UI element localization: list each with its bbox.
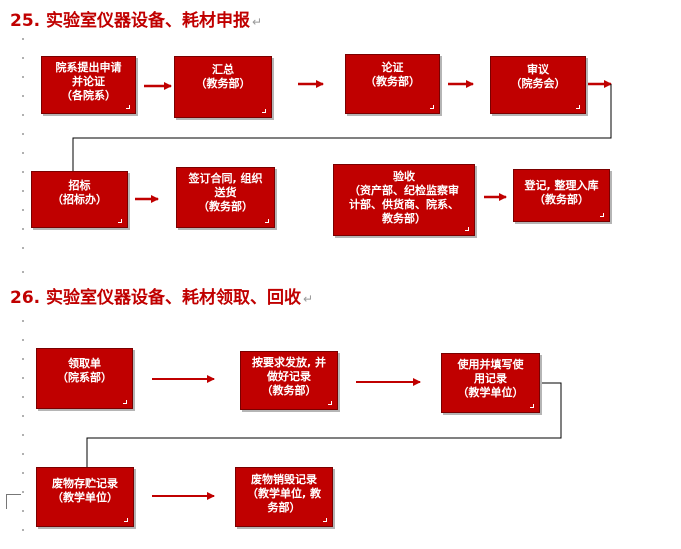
step-bidding-line-1: 招标 [68, 179, 91, 192]
end-mark-icon [265, 219, 269, 223]
step-requisition-box: 领取单 （院系部） [36, 348, 133, 409]
margin-dot [22, 415, 24, 417]
margin-dot [22, 95, 24, 97]
step-storage-line-1: 废物存贮记录 [52, 477, 118, 490]
end-mark-icon [530, 404, 534, 408]
margin-dot [22, 396, 24, 398]
step-contract-line-3: （教务部） [198, 200, 253, 213]
step-requisition-line-2: （院系部） [57, 371, 112, 384]
margin-dot [22, 491, 24, 493]
step-bidding-box: 招标 （招标办） [31, 171, 128, 228]
end-mark-icon [124, 518, 128, 522]
margin-dot [22, 57, 24, 59]
section-26-title: 26. 实验室仪器设备、耗材领取、回收↵ [10, 283, 313, 308]
step-storage-box: 废物存贮记录 （教学单位） [36, 467, 134, 527]
step-issue-box: 按要求发放, 并 做好记录 （教务部） [240, 351, 338, 410]
step-council-line-2: （院务会） [510, 77, 566, 90]
step-destruction-line-1: 废物销毁记录 [251, 473, 317, 486]
step-requisition-line-1: 领取单 [68, 357, 101, 370]
step-issue-line-3: （教务部） [261, 384, 317, 397]
step-destruction-box: 废物销毁记录 （教学单位, 教 务部） [235, 467, 333, 527]
step-bidding-line-2: （招标办） [52, 193, 107, 206]
margin-dot [22, 339, 24, 341]
step-register-line-2: （教务部） [534, 193, 589, 206]
step-register-box: 登记, 整理入库 （教务部） [513, 169, 610, 222]
step-acceptance-line-3: 计部、供货商、院系、 [349, 198, 459, 211]
step-apply-line-1: 院系提出申请 [55, 61, 122, 74]
end-mark-icon [430, 105, 434, 109]
margin-dot [22, 320, 24, 322]
connector-use-to-storage [86, 382, 562, 467]
step-review-box: 论证 （教务部） [345, 54, 440, 114]
section-25-title: 25. 实验室仪器设备、耗材申报↵ [10, 6, 262, 31]
step-summary-line-1: 汇总 [212, 63, 234, 76]
margin-dot [22, 114, 24, 116]
margin-dot [22, 38, 24, 40]
step-council-line-1: 审议 [527, 63, 549, 76]
section-26-title-text: 26. 实验室仪器设备、耗材领取、回收 [10, 288, 302, 308]
margin-dot [22, 510, 24, 512]
section-25-title-text: 25. 实验室仪器设备、耗材申报 [10, 11, 251, 31]
margin-dot [22, 358, 24, 360]
step-contract-box: 签订合同, 组织 送货 （教务部） [176, 167, 275, 228]
step-acceptance-line-1: 验收 [393, 170, 415, 183]
paragraph-mark-icon: ↵ [252, 15, 263, 29]
end-mark-icon [465, 227, 469, 231]
margin-dot [22, 152, 24, 154]
step-use-box: 使用并填写使 用记录 （教学单位） [441, 353, 540, 413]
step-acceptance-line-2: （资产部、纪检监察审 [349, 184, 459, 197]
step-review-line-2: （教务部） [365, 75, 420, 88]
margin-dot [22, 171, 24, 173]
step-register-line-1: 登记, 整理入库 [524, 179, 599, 192]
margin-dot [22, 76, 24, 78]
step-use-line-2: 用记录 [474, 372, 507, 385]
margin-dot [22, 271, 24, 273]
paragraph-mark-icon: ↵ [303, 292, 314, 306]
step-acceptance-box: 验收 （资产部、纪检监察审 计部、供货商、院系、 教务部） [333, 164, 475, 236]
margin-dot [22, 209, 24, 211]
end-mark-icon [123, 400, 127, 404]
step-apply-line-3: （各院系） [61, 89, 116, 102]
page-corner-mark [6, 494, 21, 509]
margin-dot [22, 377, 24, 379]
step-summary-line-2: （教务部） [195, 77, 251, 90]
end-mark-icon [118, 219, 122, 223]
margin-dot [22, 472, 24, 474]
step-contract-line-2: 送货 [214, 186, 237, 199]
step-review-line-1: 论证 [381, 61, 404, 74]
step-acceptance-line-4: 教务部） [382, 212, 426, 225]
margin-dot [22, 434, 24, 436]
step-apply-line-2: 并论证 [72, 75, 105, 88]
margin-dot [22, 190, 24, 192]
step-apply-box: 院系提出申请 并论证 （各院系） [41, 56, 136, 114]
end-mark-icon [600, 213, 604, 217]
end-mark-icon [126, 105, 130, 109]
margin-dot [22, 453, 24, 455]
step-council-box: 审议 （院务会） [490, 56, 586, 114]
end-mark-icon [576, 105, 580, 109]
end-mark-icon [323, 518, 327, 522]
step-summary-box: 汇总 （教务部） [174, 56, 272, 118]
margin-dot [22, 529, 24, 531]
step-issue-line-1: 按要求发放, 并 [251, 356, 326, 369]
step-contract-line-1: 签订合同, 组织 [188, 172, 263, 185]
connector-council-to-bidding [72, 84, 612, 171]
step-issue-line-2: 做好记录 [267, 370, 311, 383]
end-mark-icon [262, 109, 266, 113]
step-storage-line-2: （教学单位） [52, 491, 118, 504]
margin-dot [22, 247, 24, 249]
margin-dot [22, 133, 24, 135]
end-mark-icon [328, 401, 332, 405]
step-destruction-line-2: （教学单位, 教 [246, 487, 321, 500]
step-use-line-3: （教学单位） [457, 386, 524, 399]
step-use-line-1: 使用并填写使 [457, 358, 524, 371]
margin-dot [22, 228, 24, 230]
step-destruction-line-3: 务部） [267, 501, 301, 514]
